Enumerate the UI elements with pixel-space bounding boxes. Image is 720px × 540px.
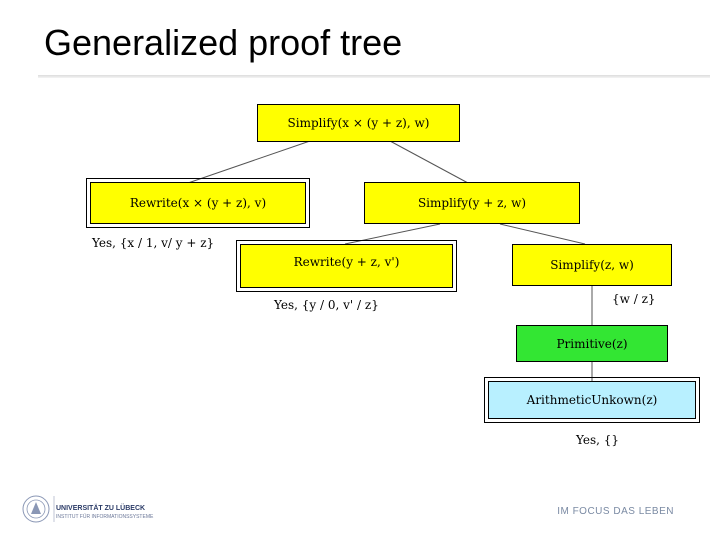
node-simplify-1: Simplify(y + z, w) xyxy=(364,182,580,224)
node-simplify-2: Simplify(z, w) xyxy=(512,244,672,286)
edge-root-simplify1 xyxy=(389,140,469,184)
university-name: UNIVERSITÄT ZU LÜBECK xyxy=(56,505,146,512)
edge-root-rewrite1 xyxy=(187,140,311,184)
node-rewrite-2-frame xyxy=(236,240,457,292)
annotation-yes-3: Yes, {} xyxy=(576,433,620,447)
node-arithmetic-unknown: ArithmeticUnkown(z) xyxy=(488,381,696,419)
node-rewrite-2: Rewrite(y + z, v') xyxy=(240,244,453,288)
node-rewrite-1-frame xyxy=(86,178,310,228)
title-rule xyxy=(38,75,710,78)
node-primitive: Primitive(z) xyxy=(516,325,668,362)
annotation-subst-w: {w / z} xyxy=(612,292,656,306)
slide-title: Generalized proof tree xyxy=(44,22,403,63)
institute-name: INSTITUT FÜR INFORMATIONSSYSTEME xyxy=(56,514,154,520)
edge-simplify1-simplify2 xyxy=(499,223,586,245)
node-simplify-root: Simplify(x × (y + z), w) xyxy=(257,104,460,142)
node-rewrite-1: Rewrite(x × (y + z), v) xyxy=(90,182,306,224)
node-arith-frame xyxy=(484,377,700,423)
footer-slogan: IM FOCUS DAS LEBEN xyxy=(557,506,674,517)
annotation-yes-1: Yes, {x / 1, v/ y + z} xyxy=(92,236,215,250)
university-seal-icon xyxy=(22,495,55,523)
annotation-yes-2: Yes, {y / 0, v' / z} xyxy=(274,298,379,312)
